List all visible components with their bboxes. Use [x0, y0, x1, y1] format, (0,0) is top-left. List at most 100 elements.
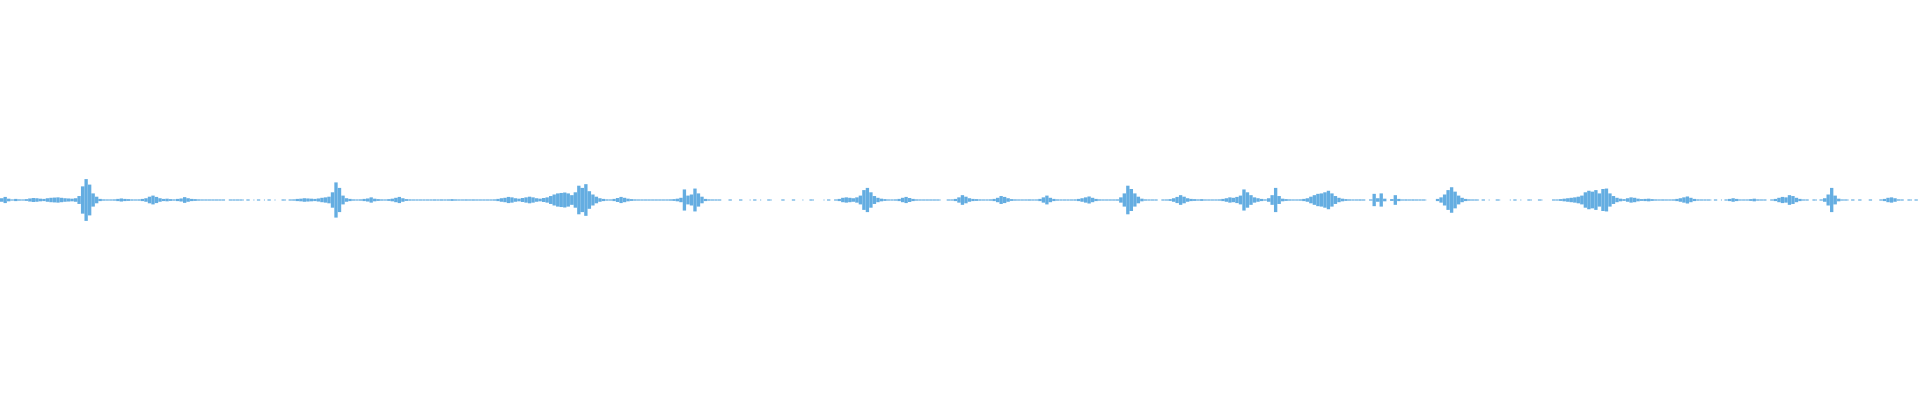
waveform-peak [531, 197, 535, 203]
waveform-peak [1140, 198, 1144, 202]
waveform-peak [140, 198, 145, 202]
waveform-peak [288, 199, 292, 201]
waveform-peak [1527, 199, 1531, 201]
waveform-peak [1302, 198, 1306, 202]
waveform-peak [1295, 199, 1299, 201]
waveform-peak [1738, 199, 1742, 201]
waveform-peak [56, 197, 60, 203]
waveform-peak [1467, 199, 1471, 201]
waveform-peak [1706, 199, 1711, 201]
waveform-silence-mark [823, 199, 825, 201]
waveform-peak [1812, 199, 1816, 201]
waveform-peak [1787, 195, 1792, 205]
waveform-peak [1098, 199, 1102, 201]
waveform-peak [59, 197, 64, 203]
waveform-peak [443, 199, 447, 201]
waveform-peak [1608, 193, 1612, 207]
waveform-peak [1435, 198, 1440, 202]
waveform-peak [1284, 199, 1288, 201]
waveform-peak [1288, 199, 1292, 201]
waveform-peak [534, 198, 539, 202]
waveform-peak [900, 197, 905, 203]
waveform-peak [77, 196, 81, 204]
waveform-peak [953, 198, 958, 202]
waveform-peak [1555, 199, 1559, 201]
waveform-peak [1583, 192, 1588, 208]
waveform-peak [636, 199, 641, 201]
waveform-peak [527, 196, 532, 204]
waveform-peak [380, 199, 384, 201]
waveform-peak [1182, 196, 1186, 204]
waveform-peak [675, 198, 680, 202]
waveform-peak [1400, 199, 1405, 201]
waveform-peak [510, 197, 514, 203]
waveform-peak [1052, 198, 1056, 202]
waveform-peak [130, 199, 134, 201]
waveform-peak [946, 199, 951, 201]
waveform-peak [28, 198, 32, 202]
waveform-peak [672, 199, 676, 201]
waveform-peak [0, 198, 4, 202]
waveform-peak [330, 192, 335, 208]
waveform-peak [608, 199, 613, 201]
waveform-peak [292, 199, 296, 201]
waveform-silence-mark [812, 199, 814, 201]
waveform-peak [1798, 198, 1802, 202]
waveform-peak [200, 199, 204, 201]
waveform-peak [1200, 199, 1204, 201]
waveform-peak [915, 199, 919, 201]
waveform-peak [24, 199, 28, 201]
waveform-peak [1661, 199, 1665, 201]
waveform-peak [591, 194, 595, 206]
waveform-peak [1597, 193, 1602, 207]
waveform-peak [1094, 198, 1098, 202]
waveform-peak [1270, 195, 1274, 205]
waveform-peak [186, 198, 190, 202]
waveform-peak [1837, 198, 1841, 202]
waveform-peak [133, 199, 138, 201]
waveform-peak [577, 185, 581, 215]
waveform-peak [168, 199, 173, 201]
waveform-peak [1080, 198, 1084, 202]
waveform-peak [154, 196, 159, 204]
waveform-peak [369, 197, 373, 203]
waveform-peak [1351, 199, 1355, 201]
waveform-peak [49, 197, 53, 203]
waveform-peak [1224, 198, 1229, 202]
waveform-peak [809, 199, 813, 201]
waveform-peak [1724, 199, 1728, 201]
waveform-peak [70, 198, 74, 202]
waveform-peak [256, 199, 261, 201]
waveform-silence-mark [1710, 199, 1712, 201]
waveform-peak [320, 197, 324, 203]
waveform-peak [1844, 199, 1848, 201]
waveform-peak [1727, 198, 1732, 202]
waveform-peak [1833, 195, 1837, 205]
waveform-peak [366, 198, 370, 202]
waveform-peak [506, 196, 511, 204]
waveform-peak [1471, 199, 1475, 201]
waveform-peak [1196, 199, 1200, 201]
waveform-peak [1305, 198, 1309, 202]
waveform-peak [499, 198, 504, 202]
waveform-peak [179, 198, 183, 202]
waveform-peak [306, 198, 310, 202]
waveform-peak [341, 195, 345, 205]
waveform-peak [1242, 189, 1246, 211]
waveform-peak [165, 198, 169, 202]
waveform-peak [1780, 196, 1785, 204]
waveform-silence-mark [1478, 199, 1480, 201]
waveform-peak [1347, 199, 1352, 201]
waveform-peak [967, 198, 972, 202]
waveform-peak [91, 193, 95, 207]
waveform-peak [640, 199, 644, 201]
waveform-peak [1576, 196, 1580, 204]
waveform-peak [922, 199, 926, 201]
waveform-peak [552, 194, 556, 206]
waveform-peak [1692, 198, 1697, 202]
waveform-peak [739, 199, 743, 201]
waveform-peak [1822, 198, 1827, 202]
waveform-peak [932, 199, 936, 201]
waveform-peak [1791, 196, 1795, 204]
